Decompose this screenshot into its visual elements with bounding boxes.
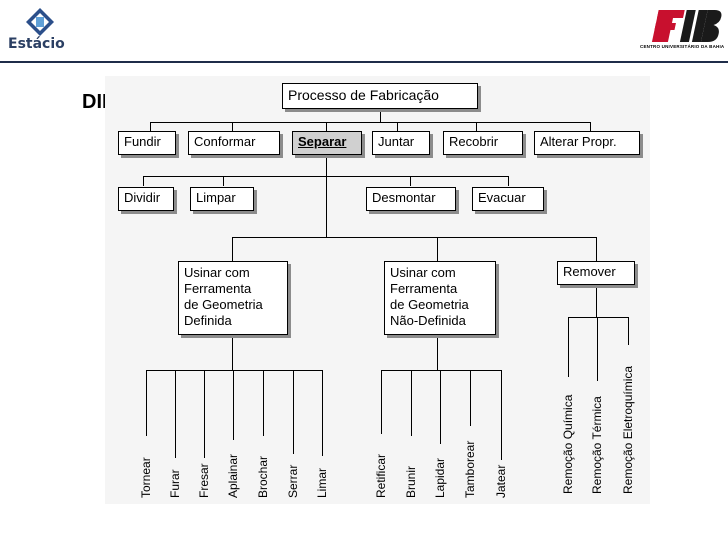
process-furar: Furar — [168, 469, 182, 498]
root-process-box: Processo de Fabricação — [282, 83, 478, 109]
process-brochar: Brochar — [256, 455, 270, 498]
process-retificar: Retificar — [374, 453, 388, 498]
process-aplainar: Aplainar — [226, 453, 240, 498]
level1-separar: Separar — [292, 131, 362, 155]
process-serrar: Serrar — [286, 464, 300, 498]
level1-fundir: Fundir — [118, 131, 176, 155]
process-tamborear: Tamborear — [463, 440, 477, 498]
level3-remover: Remover — [557, 261, 635, 285]
level2-dividir: Dividir — [118, 187, 174, 211]
estacio-logo — [10, 6, 74, 56]
process-fresar: Fresar — [197, 463, 211, 498]
level1-conformar: Conformar — [188, 131, 280, 155]
process-remocao-termica: Remoção Térmica — [590, 396, 604, 494]
fib-logo — [630, 4, 728, 58]
process-remocao-quimica: Remoção Química — [561, 394, 575, 494]
level2-evacuar: Evacuar — [472, 187, 544, 211]
estacio-logo-text: Estácio — [8, 36, 65, 52]
process-limar: Limar — [315, 467, 329, 498]
level1-alterar-propr: Alterar Propr. — [534, 131, 640, 155]
header-divider — [0, 61, 728, 63]
process-tornear: Tornear — [139, 457, 153, 498]
fib-logo-caption: CENTRO UNIVERSITÁRIO DA BAHIA — [640, 44, 725, 49]
process-remocao-eletroquimica: Remoção Eletroquímica — [621, 365, 635, 494]
level3-usinar-nao-definida: Usinar com Ferramenta de Geometria Não-D… — [384, 261, 496, 335]
level3-usinar-definida: Usinar com Ferramenta de Geometria Defin… — [178, 261, 288, 335]
level2-desmontar: Desmontar — [366, 187, 456, 211]
process-jatear: Jatear — [494, 464, 508, 498]
level1-recobrir: Recobrir — [443, 131, 523, 155]
level1-juntar: Juntar — [372, 131, 430, 155]
level2-limpar: Limpar — [190, 187, 254, 211]
process-lapidar: Lapidar — [433, 457, 447, 498]
process-brunir: Brunir — [404, 465, 418, 498]
